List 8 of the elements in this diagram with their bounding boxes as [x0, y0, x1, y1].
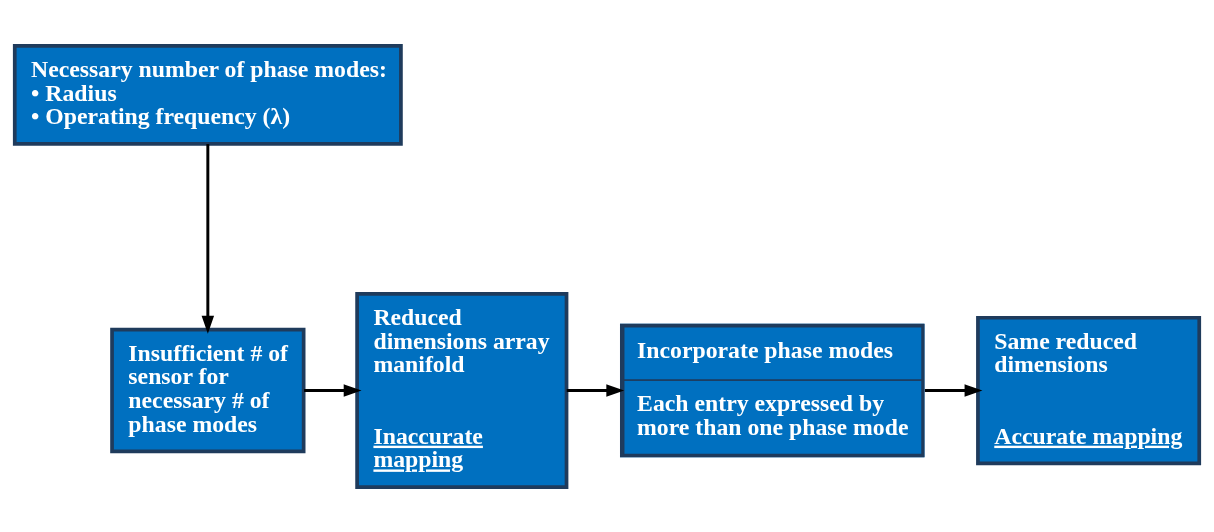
arrow [201, 143, 215, 334]
arrow [304, 383, 362, 397]
node-box: Reduced dimensions array manifold Inaccurate mapping [355, 291, 569, 489]
node-box: Insufficient # of sensor for necessary # of phase modes [110, 327, 306, 453]
node-box: Same reduced dimensions Accurate mapping [976, 315, 1202, 465]
node-box: Necessary number of phase modes: • Radius • Operating frequency (λ) [12, 43, 403, 146]
arrow [924, 383, 983, 397]
arrow [566, 383, 625, 397]
